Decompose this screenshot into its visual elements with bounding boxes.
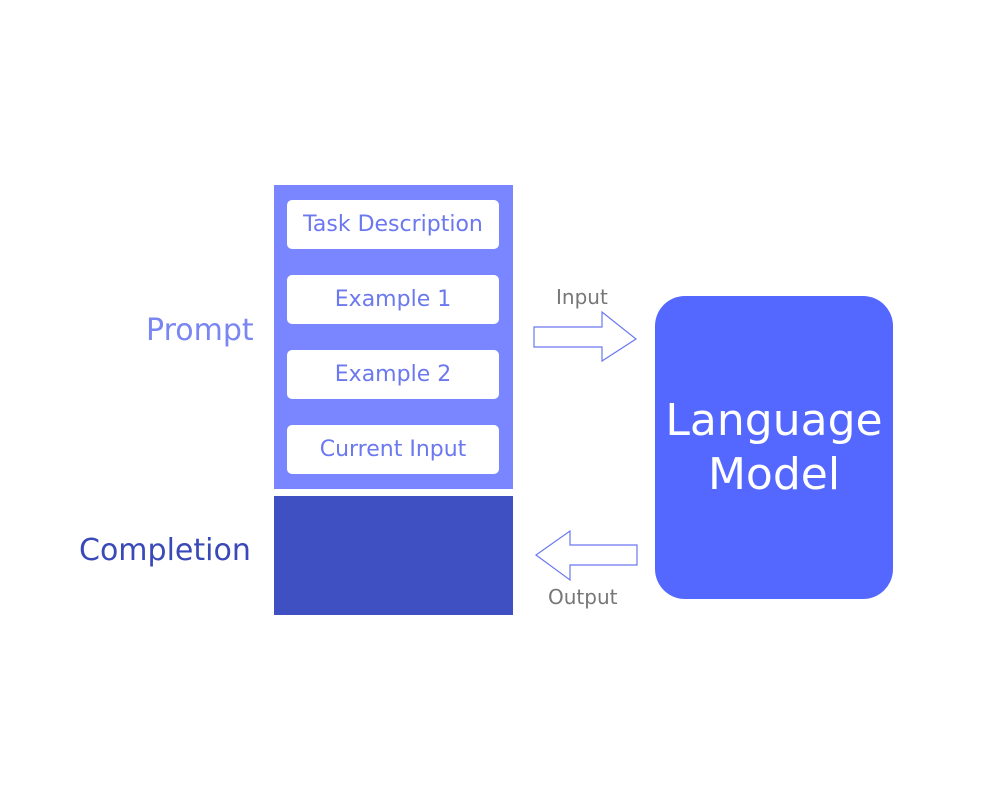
prompt-label: Prompt xyxy=(146,313,254,348)
output-arrow-label: Output xyxy=(548,585,618,609)
prompt-item-current-input: Current Input xyxy=(287,425,499,474)
completion-panel xyxy=(274,496,513,615)
prompt-item-example-1: Example 1 xyxy=(287,275,499,324)
language-model-title-line2: Model xyxy=(707,448,841,500)
prompt-item-example-2: Example 2 xyxy=(287,350,499,399)
input-arrow-icon xyxy=(533,310,638,363)
prompt-item-task-description: Task Description xyxy=(287,200,499,249)
output-arrow-icon xyxy=(534,529,638,582)
prompt-panel: Task Description Example 1 Example 2 Cur… xyxy=(274,185,513,489)
input-arrow-label: Input xyxy=(556,285,608,309)
language-model-box: Language Model xyxy=(655,296,893,599)
language-model-title-line1: Language xyxy=(665,394,883,446)
completion-label: Completion xyxy=(79,533,251,568)
